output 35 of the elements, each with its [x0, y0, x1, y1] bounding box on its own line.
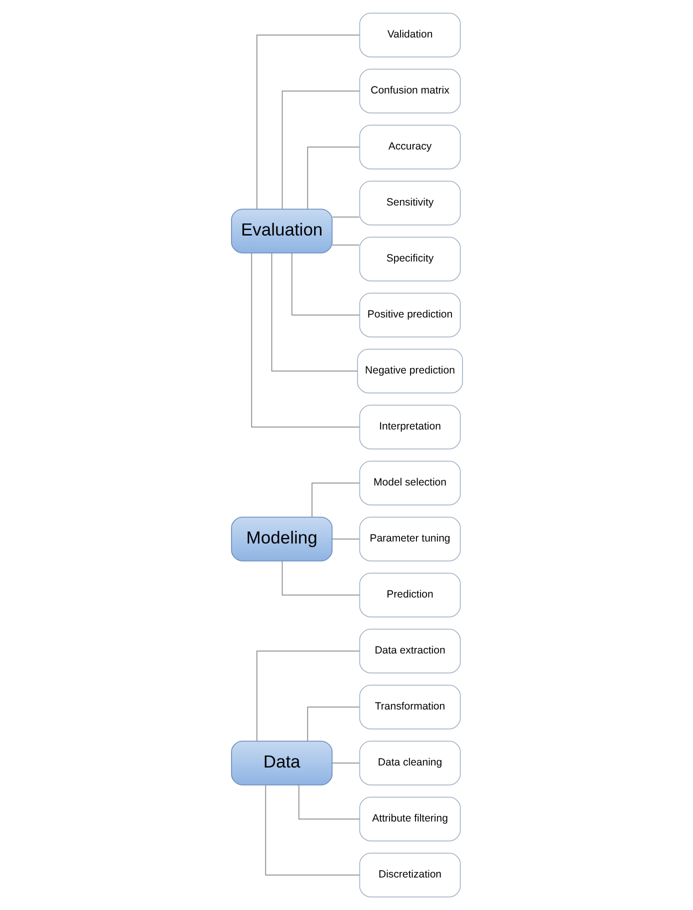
node-box: Specificity: [358, 236, 460, 282]
node-box: Discretization: [358, 852, 460, 898]
node-box: Modeling: [230, 516, 332, 562]
connector: [332, 216, 360, 218]
node-box: Accuracy: [358, 124, 460, 170]
connector: [332, 538, 360, 540]
node-box: Validation: [358, 12, 460, 58]
node-box: Interpretation: [358, 404, 460, 450]
connector: [306, 146, 360, 210]
node-box: Data extraction: [358, 628, 460, 674]
connector: [298, 784, 360, 820]
connector: [250, 252, 360, 428]
node-box: Transformation: [358, 684, 460, 730]
node-box: Negative prediction: [356, 348, 462, 394]
node-box: Confusion matrix: [358, 68, 460, 114]
connector: [281, 560, 360, 596]
connector: [311, 482, 360, 518]
connector: [332, 762, 360, 764]
node-box: Positive prediction: [358, 292, 460, 338]
connector: [306, 706, 360, 742]
connector: [256, 34, 360, 210]
node-box: Prediction: [358, 572, 460, 618]
node-box: Parameter tuning: [358, 516, 460, 562]
node-box: Data cleaning: [358, 740, 460, 786]
node-box: Data: [230, 740, 332, 786]
node-box: Attribute filtering: [358, 796, 460, 842]
connector: [270, 252, 358, 372]
connector: [256, 650, 360, 742]
connector: [281, 90, 360, 210]
connector: [264, 784, 360, 876]
node-box: Evaluation: [230, 208, 332, 254]
node-box: Sensitivity: [358, 180, 460, 226]
connector: [332, 244, 360, 246]
connector: [290, 252, 360, 316]
node-box: Model selection: [358, 460, 460, 506]
